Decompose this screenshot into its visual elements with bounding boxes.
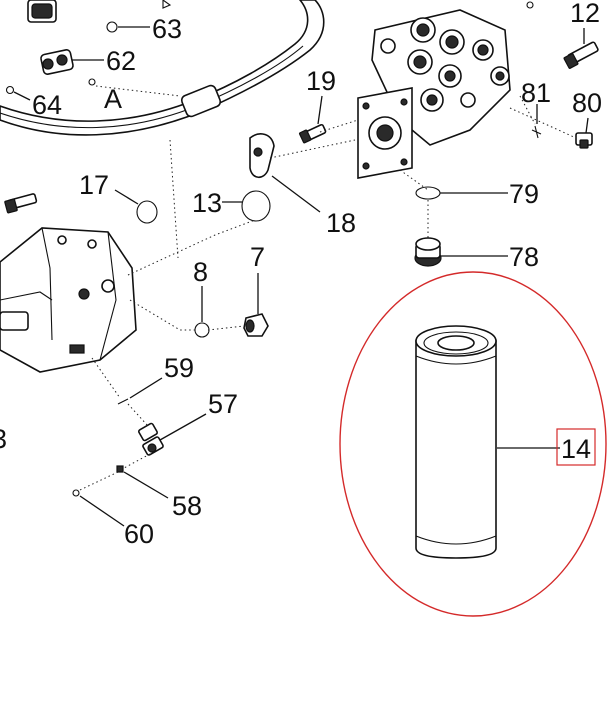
assembly-lines [79,85,577,491]
hose-clamp [180,84,222,118]
o-ring-13 [241,190,271,222]
o-ring-60 [72,489,80,497]
highlight-box-14 [556,428,596,466]
callout-79: 79 [509,179,539,209]
plug-78 [414,237,442,267]
bolt-left [4,193,38,214]
callout-63: 63 [152,14,182,44]
bolt-19 [298,124,327,144]
callout-3: 3 [0,424,7,454]
bolt-12 [563,41,599,69]
callout-19: 19 [306,66,336,96]
callout-18: 18 [326,208,356,238]
callout-59: 59 [164,353,194,383]
o-ring-8 [194,322,210,338]
callout-57: 57 [208,389,238,419]
elbow-fitting-57 [138,422,164,456]
callout-78: 78 [509,242,539,272]
hex-marker [162,0,172,9]
callout-58: 58 [172,491,202,521]
plug-7 [243,313,269,337]
callout-7: 7 [250,242,265,272]
callout-60: 60 [124,519,154,549]
o-ring-17 [136,200,158,224]
pin-59 [117,398,129,405]
valve-block [357,9,511,179]
o-ring-63 [106,21,118,33]
hose [0,0,325,136]
leader-lines [13,26,589,527]
callout-14: 14 [561,434,591,464]
pin-58 [116,465,124,473]
filter-element-14 [415,325,497,559]
fitting-62 [40,49,74,75]
o-ring-a [88,78,96,86]
fitting-top-left [27,0,57,23]
callout-62: 62 [106,46,136,76]
bracket-18 [249,133,275,179]
plug-80 [575,132,593,149]
callout-8: 8 [193,257,208,287]
callout-13: 13 [192,188,222,218]
callout-12: 12 [570,0,600,28]
highlight-ellipse [339,271,607,617]
callout-81: 81 [521,78,551,108]
callout-64: 64 [32,90,62,120]
hydraulic-pump [0,227,137,373]
callout-labels: 63 12 62 64 A 19 81 80 17 13 18 79 78 7 … [0,0,602,549]
o-ring-64 [5,85,15,95]
callout-80: 80 [572,88,602,118]
pin-81 [531,125,542,139]
o-ring-79 [415,186,441,200]
callout-a: A [104,84,122,114]
washer-top-right [526,1,534,9]
callout-17: 17 [79,170,109,200]
